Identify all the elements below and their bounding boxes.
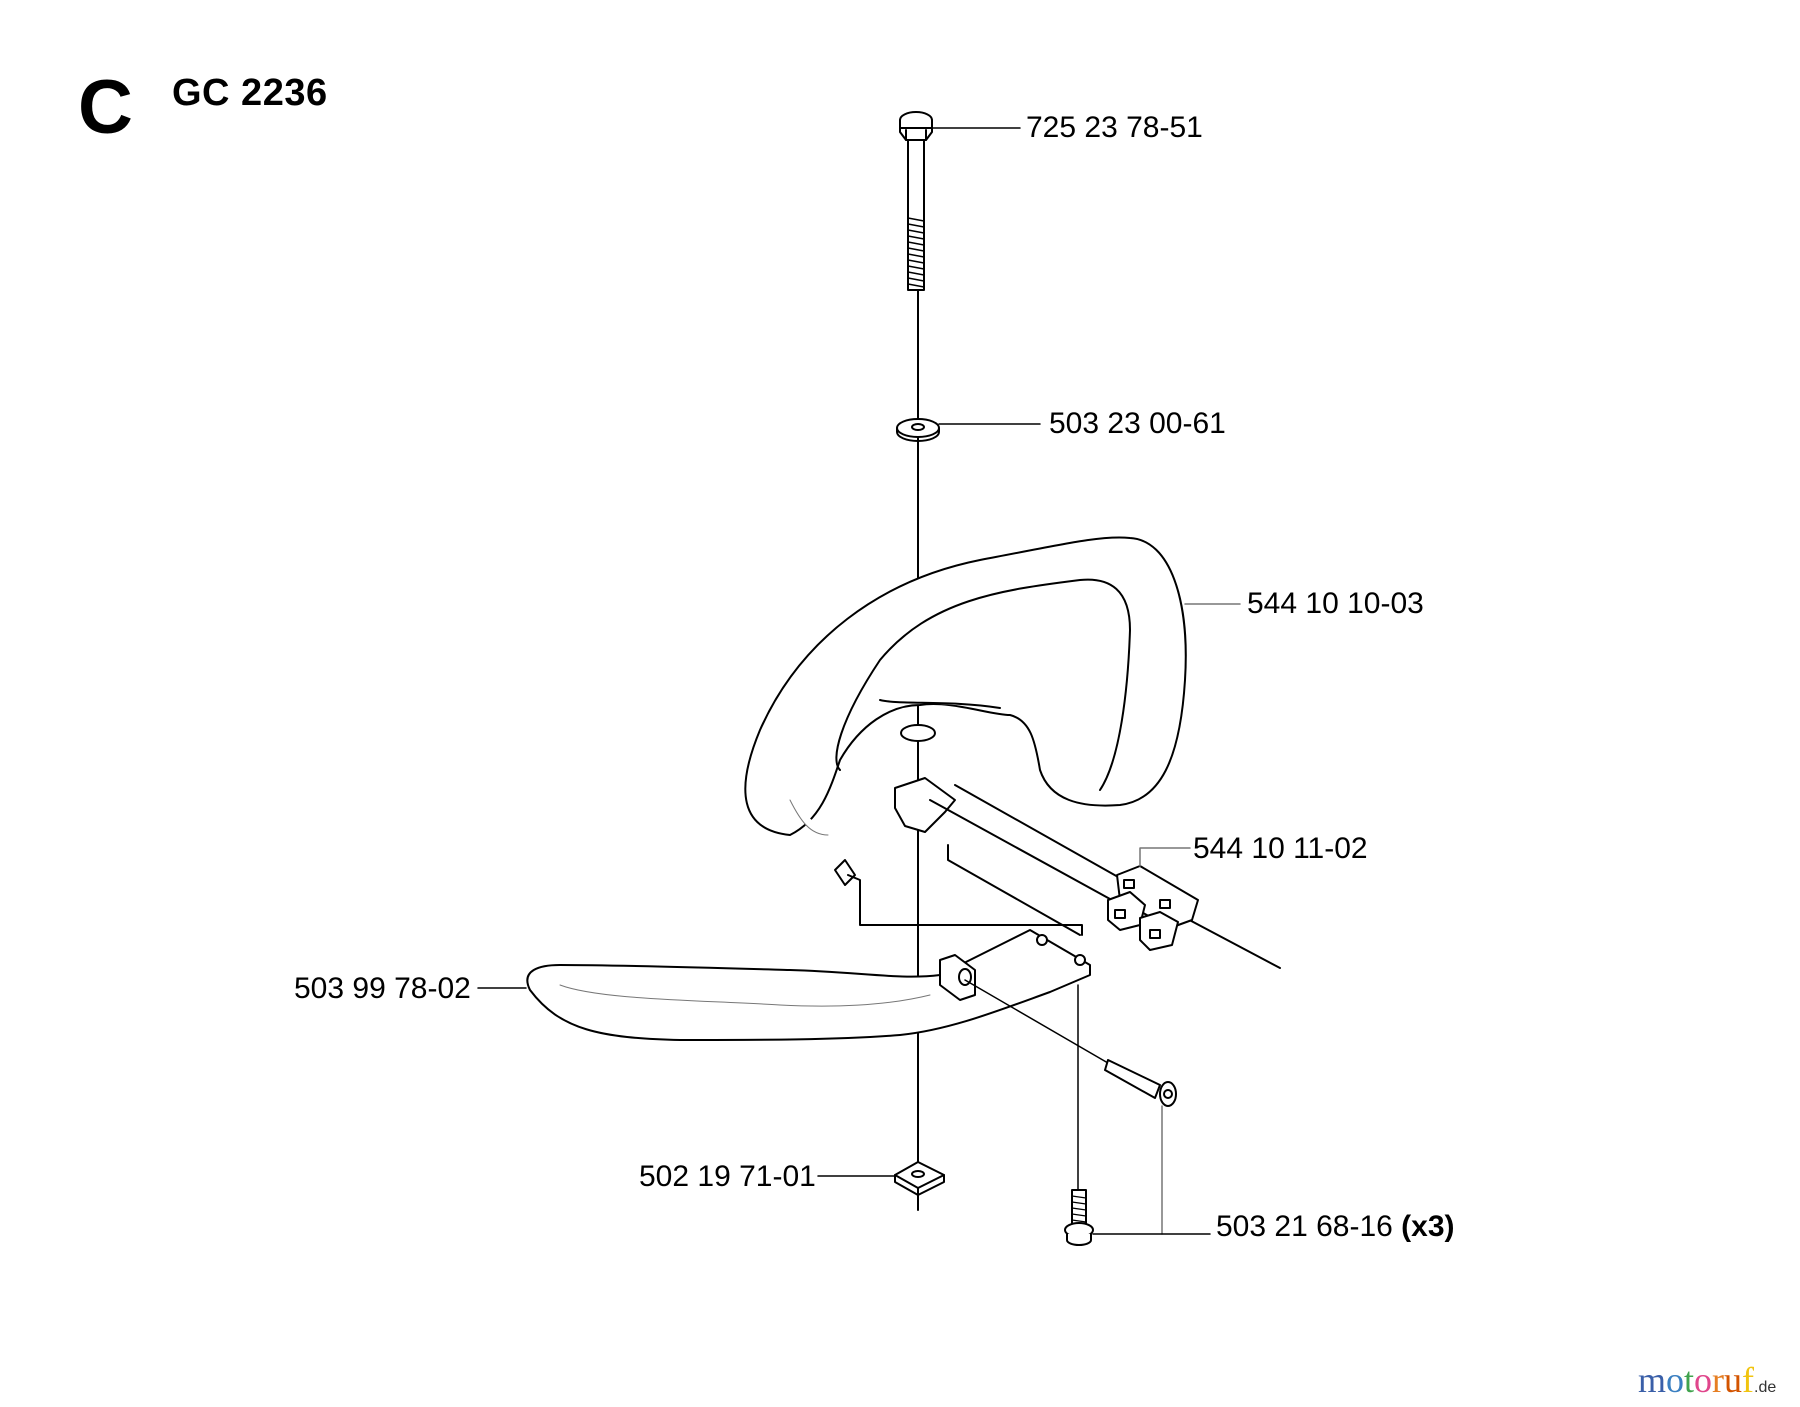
part-number: 725 23 78-51: [1026, 111, 1203, 144]
watermark-letter: u: [1724, 1360, 1743, 1400]
watermark-letter: t: [1684, 1360, 1695, 1400]
watermark-letter: o: [1666, 1360, 1685, 1400]
guard-bar-icon: [526, 929, 1091, 1041]
part-number: 502 19 71-01: [639, 1160, 816, 1193]
front-handle-icon: [744, 536, 1187, 836]
screw-icon: [1104, 1059, 1177, 1107]
part-label-washer[interactable]: 503 23 00-61: [1049, 409, 1226, 439]
part-number: 544 10 10-03: [1247, 587, 1424, 620]
watermark-letter: m: [1638, 1360, 1667, 1400]
watermark-suffix: .de: [1754, 1379, 1777, 1396]
watermark-letter: o: [1694, 1360, 1713, 1400]
section-letter: C: [78, 65, 133, 150]
part-number: 544 10 11-02: [1193, 832, 1368, 865]
part-label-bolt[interactable]: 725 23 78-51: [1026, 113, 1203, 143]
part-label-square-nut[interactable]: 502 19 71-01: [639, 1162, 816, 1192]
watermark-letter: r: [1712, 1360, 1725, 1400]
square-nut-icon: [894, 1161, 945, 1196]
bolt-icon: [899, 111, 933, 291]
motoruf-watermark-logo: motoruf.de: [1638, 1362, 1776, 1398]
handle-mount-block-icon: [834, 777, 1281, 969]
model-title: GC 2236: [172, 72, 328, 114]
part-label-front-handle[interactable]: 544 10 10-03: [1247, 589, 1424, 619]
screw-icon: [1064, 1189, 1094, 1246]
part-label-handle-clamp[interactable]: 544 10 11-02: [1193, 834, 1368, 864]
part-number: 503 21 68-16: [1216, 1210, 1393, 1243]
watermark-letter: f: [1742, 1360, 1755, 1400]
part-label-guard-bar[interactable]: 503 99 78-02: [294, 974, 471, 1004]
washer-icon: [896, 418, 940, 442]
handle-clamp-icon: [1107, 865, 1199, 951]
part-number: 503 23 00-61: [1049, 407, 1226, 440]
part-label-screw[interactable]: 503 21 68-16 (x3): [1216, 1212, 1455, 1242]
part-number: 503 99 78-02: [294, 972, 471, 1005]
part-quantity: (x3): [1401, 1210, 1455, 1243]
